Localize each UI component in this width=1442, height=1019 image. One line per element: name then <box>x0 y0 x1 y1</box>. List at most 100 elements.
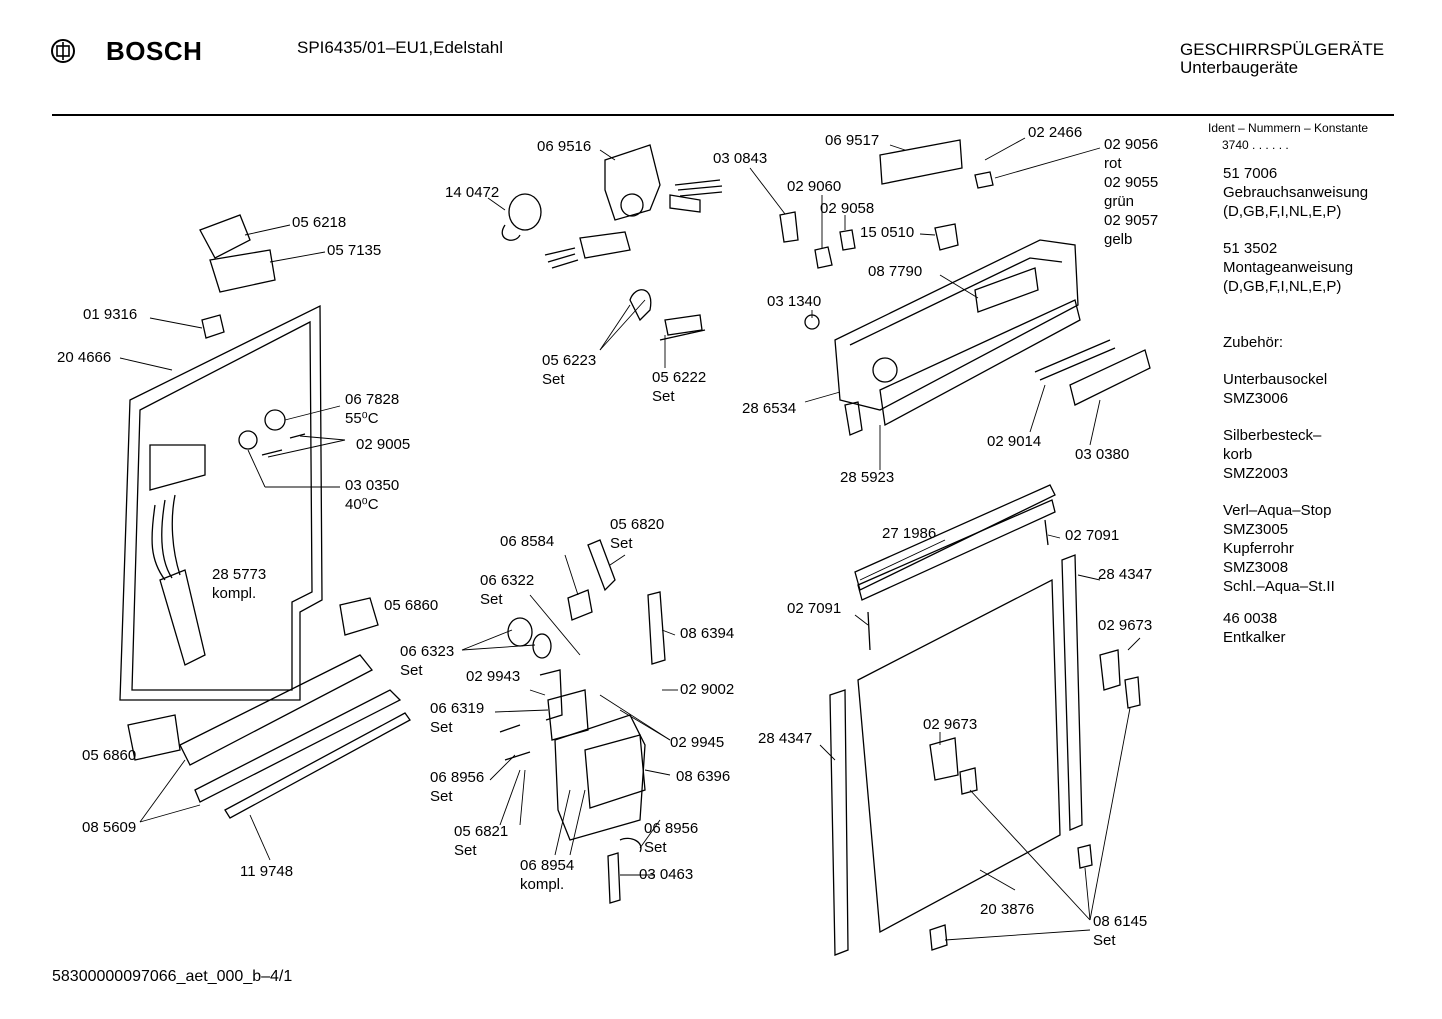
part-label: 02 2466 <box>1028 124 1083 141</box>
part-label: 03 0350 <box>345 477 400 494</box>
part-label: 06 9516 <box>537 138 592 155</box>
part-label: 20 4666 <box>57 349 112 366</box>
part-056222 <box>664 314 703 336</box>
part-030380 <box>1069 349 1151 406</box>
part-label: 01 9316 <box>83 306 138 323</box>
part-label: Set <box>480 591 503 608</box>
part-label: kompl. <box>212 585 257 602</box>
part-label: 08 6396 <box>676 768 731 785</box>
part-069516 <box>604 144 661 221</box>
part-label: 03 0463 <box>639 866 694 883</box>
part-label: 05 6218 <box>292 214 347 231</box>
part-087790 <box>974 267 1039 313</box>
part-030843 <box>779 211 799 243</box>
part-label: 14 0472 <box>445 184 500 201</box>
brand-name: BOSCH <box>106 36 203 66</box>
part-029058 <box>839 229 856 251</box>
part-label: 02 9058 <box>820 200 875 217</box>
part-285923 <box>879 299 1081 427</box>
part-label: 06 6322 <box>480 572 535 589</box>
part-label: gelb <box>1104 231 1133 248</box>
part-label: Set <box>454 842 477 859</box>
side-block-plinth: Unterbausockel SMZ3006 <box>1223 371 1328 407</box>
part-label: 03 0380 <box>1075 446 1130 463</box>
part-label: Set <box>644 839 667 856</box>
part-label: 02 9060 <box>787 178 842 195</box>
part-057135 <box>209 249 276 293</box>
part-label: 08 6145 <box>1093 913 1148 930</box>
part-019316 <box>201 314 225 339</box>
part-label: 02 9945 <box>670 734 725 751</box>
part-label: Set <box>400 662 423 679</box>
ident-title: Ident – Nummern – Konstante <box>1208 121 1369 135</box>
part-label: 02 9673 <box>1098 617 1153 634</box>
part-label: 20 3876 <box>980 901 1035 918</box>
part-085609 <box>194 689 402 803</box>
part-label: Set <box>542 371 565 388</box>
part-label: 02 9005 <box>356 436 411 453</box>
category-title: GESCHIRRSPÜLGERÄTE <box>1180 40 1385 59</box>
part-label: 06 6323 <box>400 643 455 660</box>
part-label: 02 7091 <box>1065 527 1120 544</box>
part-029060 <box>814 246 833 269</box>
part-label: 28 6534 <box>742 400 797 417</box>
side-block-descaler: 46 0038 Entkalker <box>1223 610 1286 646</box>
part-label: kompl. <box>520 876 565 893</box>
part-029943 <box>539 669 563 721</box>
control-panel <box>834 239 1079 411</box>
part-068584 <box>567 589 593 621</box>
part-030463 <box>607 852 621 904</box>
part-label: 08 5609 <box>82 819 137 836</box>
part-label: 03 1340 <box>767 293 822 310</box>
part-029014 <box>1034 339 1116 381</box>
part-label: 06 8584 <box>500 533 555 550</box>
ident-value: 3740 . . . . . . <box>1222 138 1289 152</box>
part-label: Set <box>610 535 633 552</box>
part-label: 02 9002 <box>680 681 735 698</box>
part-068956 <box>619 837 642 853</box>
part-label: 28 4347 <box>758 730 813 747</box>
part-label: 05 6222 <box>652 369 707 386</box>
dispenser-housing <box>554 714 646 841</box>
part-label: rot <box>1104 155 1122 172</box>
part-label: 02 9055 <box>1104 174 1159 191</box>
part-label: Set <box>1093 932 1116 949</box>
bosch-logo-icon <box>51 39 75 63</box>
part-label: 02 9673 <box>923 716 978 733</box>
part-label: 40⁰C <box>345 496 379 513</box>
document-id: 58300000097066_aet_000_b–4/1 <box>52 968 293 985</box>
part-label: 02 9014 <box>987 433 1042 450</box>
part-label: 06 6319 <box>430 700 485 717</box>
part-056820 <box>587 539 616 592</box>
part-056860-bottom <box>127 714 181 761</box>
part-056860-top <box>339 597 379 636</box>
part-label: 28 5923 <box>840 469 895 486</box>
part-label: 28 5773 <box>212 566 267 583</box>
part-label: 06 8954 <box>520 857 575 874</box>
side-block-installation: 51 3502 Montageanweisung (D,GB,F,I,NL,E,… <box>1223 240 1354 295</box>
part-069517 <box>879 139 963 185</box>
part-label: 06 7828 <box>345 391 400 408</box>
part-271986 <box>854 484 1056 591</box>
part-label: 06 8956 <box>430 769 485 786</box>
part-086394 <box>647 591 666 665</box>
inner-door-panel <box>119 304 323 701</box>
header-divider <box>52 114 1394 116</box>
part-284347-right <box>1061 554 1083 831</box>
part-284347-left <box>829 689 849 956</box>
part-086396 <box>584 734 646 809</box>
part-label: 02 7091 <box>787 600 842 617</box>
part-067828 <box>264 409 286 431</box>
part-056218 <box>199 214 251 259</box>
side-block-aqua-stop: Verl–Aqua–Stop SMZ3005 Kupferrohr SMZ300… <box>1223 502 1335 595</box>
part-066319 <box>547 689 589 741</box>
part-label: Set <box>652 388 675 405</box>
part-label: 08 6394 <box>680 625 735 642</box>
part-140472 <box>508 193 542 231</box>
part-label: 02 9056 <box>1104 136 1159 153</box>
part-label: 05 6860 <box>82 747 137 764</box>
category-subtitle: Unterbaugeräte <box>1180 58 1299 77</box>
part-label: 27 1986 <box>882 525 937 542</box>
part-029673 <box>929 737 959 781</box>
